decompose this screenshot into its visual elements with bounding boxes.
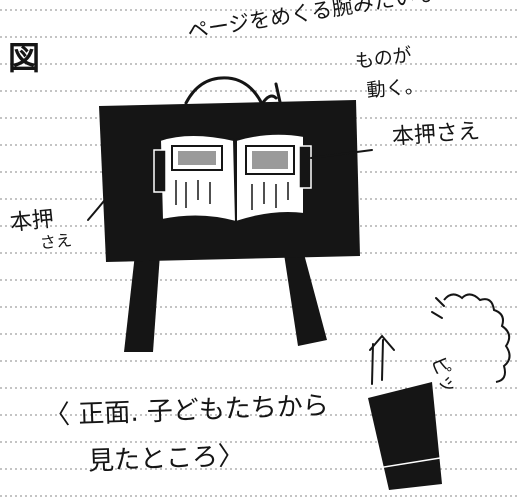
book-holder-label-right: 本押さえ [391,118,481,151]
book-holder-label-left-line-2: さえ [39,230,73,253]
book-holder-label-left-line-1: 本押 [8,206,56,237]
callout-lines [87,149,373,221]
page-turning-arm-icon [184,76,282,106]
open-book-icon [153,132,312,224]
remote-control-icon [368,334,442,490]
machine-legs [124,254,327,352]
book-holder-left [153,149,167,193]
sound-burst-icon [443,293,511,383]
top-note-line-3: 動く。 [365,75,425,102]
caption-line-2: 見たところ〉 [87,441,245,477]
book-holder-right [298,145,312,189]
figure-mark: 図 [8,39,42,77]
